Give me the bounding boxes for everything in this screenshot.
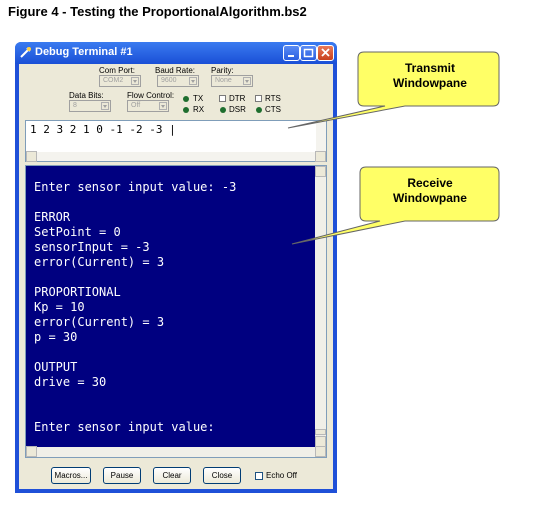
tx-led-icon xyxy=(183,96,189,102)
chevron-down-icon xyxy=(101,102,109,110)
minimize-button[interactable] xyxy=(283,45,300,61)
dsr-led-icon xyxy=(220,107,226,113)
echo-off-checkbox[interactable] xyxy=(255,472,263,480)
minimize-icon xyxy=(288,55,294,57)
receive-horizontal-scrollbar[interactable] xyxy=(26,446,326,457)
tx-label: TX xyxy=(193,94,204,103)
close-button[interactable]: Close xyxy=(203,467,241,484)
receive-line: Enter sensor input value: -3 xyxy=(34,180,237,194)
maximize-icon xyxy=(303,48,314,58)
receive-line: Kp = 10 xyxy=(34,300,85,314)
chevron-down-icon xyxy=(189,77,197,85)
receive-callout-bubble xyxy=(291,166,500,245)
receive-line: OUTPUT xyxy=(34,360,78,374)
receive-line: p = 30 xyxy=(34,330,78,344)
receive-line: SetPoint = 0 xyxy=(34,225,121,239)
flow-control-select[interactable]: Off xyxy=(127,100,169,112)
baud-rate-value: 9600 xyxy=(161,77,177,84)
data-bits-value: 8 xyxy=(73,102,77,109)
dsr-label: DSR xyxy=(229,105,246,114)
receive-callout-line2: Windowpane xyxy=(393,191,467,205)
rts-checkbox[interactable] xyxy=(255,95,262,102)
scroll-right-arrow-icon[interactable] xyxy=(315,151,326,162)
echo-off-label: Echo Off xyxy=(266,471,297,480)
receive-line: PROPORTIONAL xyxy=(34,285,121,299)
receive-line: ERROR xyxy=(34,210,71,224)
baud-rate-label: Baud Rate: xyxy=(155,66,196,75)
parity-label: Parity: xyxy=(211,66,234,75)
baud-rate-select[interactable]: 9600 xyxy=(157,75,199,87)
window-title: Debug Terminal #1 xyxy=(35,46,133,58)
data-bits-select[interactable]: 8 xyxy=(69,100,111,112)
scroll-left-arrow-icon[interactable] xyxy=(26,446,37,457)
transmit-callout-bubble xyxy=(287,51,500,129)
chevron-down-icon xyxy=(159,102,167,110)
receive-line: error(Current) = 3 xyxy=(34,315,165,329)
rts-label: RTS xyxy=(265,94,281,103)
scroll-up-arrow-icon[interactable] xyxy=(315,166,326,177)
rx-label: RX xyxy=(193,105,205,114)
transmit-callout-label: Transmit Windowpane xyxy=(370,61,490,91)
transmit-vertical-scrollbar[interactable] xyxy=(316,121,326,153)
figure-title: Figure 4 - Testing the ProportionalAlgor… xyxy=(8,4,307,19)
receive-windowpane[interactable]: Enter sensor input value: -3 ERROR SetPo… xyxy=(25,165,327,458)
transmit-callout-line1: Transmit xyxy=(404,61,455,75)
transmit-windowpane[interactable]: 1 2 3 2 1 0 -1 -2 -3 | xyxy=(25,120,327,162)
chevron-down-icon xyxy=(131,77,139,85)
receive-text-area: Enter sensor input value: -3 ERROR SetPo… xyxy=(26,166,315,447)
receive-vertical-scrollbar[interactable] xyxy=(315,166,326,447)
scroll-thumb[interactable] xyxy=(315,429,326,435)
receive-line: drive = 30 xyxy=(34,375,107,389)
close-icon xyxy=(321,48,330,57)
com-port-select[interactable]: COM2 xyxy=(99,75,141,87)
close-window-button[interactable] xyxy=(317,45,334,61)
cts-led-icon xyxy=(256,107,262,113)
window-client-area: Com Port: COM2 Baud Rate: 9600 Parity: N… xyxy=(19,64,333,489)
com-port-value: COM2 xyxy=(103,77,124,84)
flow-control-label: Flow Control: xyxy=(127,91,175,100)
clear-button[interactable]: Clear xyxy=(153,467,191,484)
dtr-checkbox[interactable] xyxy=(219,95,226,102)
title-bar[interactable]: Debug Terminal #1 xyxy=(15,42,337,64)
dtr-label: DTR xyxy=(229,94,246,103)
pause-button[interactable]: Pause xyxy=(103,467,141,484)
receive-line: error(Current) = 3 xyxy=(34,255,165,269)
receive-line: Enter sensor input value: xyxy=(34,420,215,434)
parity-value: None xyxy=(215,77,232,84)
transmit-horizontal-scrollbar[interactable] xyxy=(26,151,326,162)
cts-label: CTS xyxy=(265,105,281,114)
rx-led-icon xyxy=(183,107,189,113)
maximize-button[interactable] xyxy=(300,45,317,61)
debug-app-icon xyxy=(20,47,31,58)
flow-control-value: Off xyxy=(131,102,141,109)
transmit-callout-line2: Windowpane xyxy=(393,76,467,90)
parity-select[interactable]: None xyxy=(211,75,253,87)
transmit-text: 1 2 3 2 1 0 -1 -2 -3 | xyxy=(30,123,176,136)
debug-terminal-window: Debug Terminal #1 Com Port: COM2 Baud Ra… xyxy=(15,42,337,493)
com-port-label: Com Port: xyxy=(99,66,136,75)
macros-button[interactable]: Macros... xyxy=(51,467,91,484)
chevron-down-icon xyxy=(243,77,251,85)
receive-callout-label: Receive Windowpane xyxy=(370,176,490,206)
receive-callout-line1: Receive xyxy=(407,176,453,190)
receive-line: sensorInput = -3 xyxy=(34,240,150,254)
scroll-right-arrow-icon[interactable] xyxy=(315,446,326,457)
data-bits-label: Data Bits: xyxy=(69,91,104,100)
scroll-left-arrow-icon[interactable] xyxy=(26,151,37,162)
